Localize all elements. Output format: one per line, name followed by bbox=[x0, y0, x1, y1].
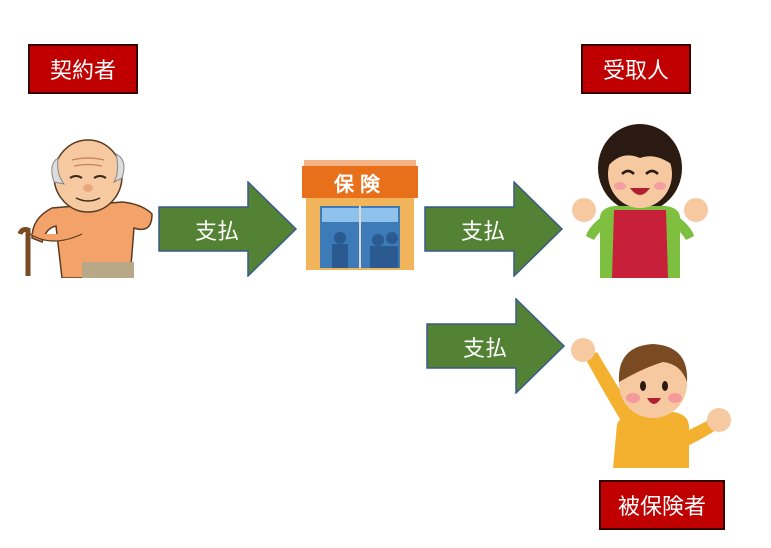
child-insured-illustration bbox=[563, 328, 733, 468]
payment-arrow-contractor-to-insurer: 支払 bbox=[158, 180, 298, 278]
recipient-label: 受取人 bbox=[581, 44, 691, 94]
right-arrow-icon bbox=[424, 180, 564, 278]
woman-recipient-illustration bbox=[570, 118, 710, 278]
insured-label: 被保険者 bbox=[599, 480, 725, 530]
payment-arrow-insurer-to-recipient: 支払 bbox=[424, 180, 564, 278]
arrow-label: 支払 bbox=[194, 220, 239, 245]
recipient-label-text: 受取人 bbox=[602, 59, 669, 84]
right-arrow-icon bbox=[158, 180, 298, 278]
insurer-sign: 保険 bbox=[334, 172, 386, 196]
arrow-label: 支払 bbox=[460, 220, 505, 245]
payment-arrow-insurer-to-insured: 支払 bbox=[426, 297, 566, 395]
contractor-label: 契約者 bbox=[28, 44, 138, 94]
right-arrow-icon bbox=[426, 297, 566, 395]
elderly-man-illustration bbox=[12, 138, 162, 279]
arrow-label: 支払 bbox=[462, 337, 507, 362]
insurance-company-building: 保険 bbox=[300, 158, 420, 273]
contractor-label-text: 契約者 bbox=[49, 59, 116, 84]
insured-label-text: 被保険者 bbox=[617, 495, 706, 520]
